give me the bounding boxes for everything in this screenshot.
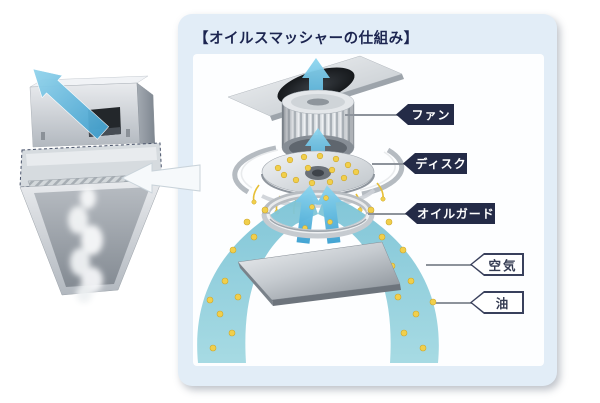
label-oil-guard: オイルガード	[405, 203, 495, 224]
exhaust-arrow	[32, 68, 110, 140]
integrated-plate	[237, 241, 401, 306]
lead-line-disk	[372, 163, 405, 165]
lead-line-oil	[436, 302, 472, 304]
lead-line-air	[426, 264, 472, 266]
oil-droplets-in-air	[206, 206, 437, 352]
label-air: 空気	[470, 253, 524, 276]
range-hood-illustration	[19, 68, 201, 303]
label-oil: 油	[470, 291, 524, 314]
oil-guard-front	[261, 213, 375, 239]
smoke	[68, 187, 103, 303]
label-disk: ディスク	[403, 153, 467, 174]
oil-droplets-on-disk	[274, 152, 360, 187]
disk-part	[261, 150, 375, 196]
lead-line-oil-guard	[368, 213, 407, 215]
mechanism-diagram	[197, 55, 439, 363]
lead-line-fan	[345, 114, 398, 116]
disk-rotation-arcs	[232, 145, 405, 197]
air-streams	[197, 193, 439, 363]
panel-title: 【オイルスマッシャーの仕組み】	[194, 31, 419, 47]
label-fan: ファン	[396, 104, 454, 125]
callout-arrow	[120, 162, 201, 194]
